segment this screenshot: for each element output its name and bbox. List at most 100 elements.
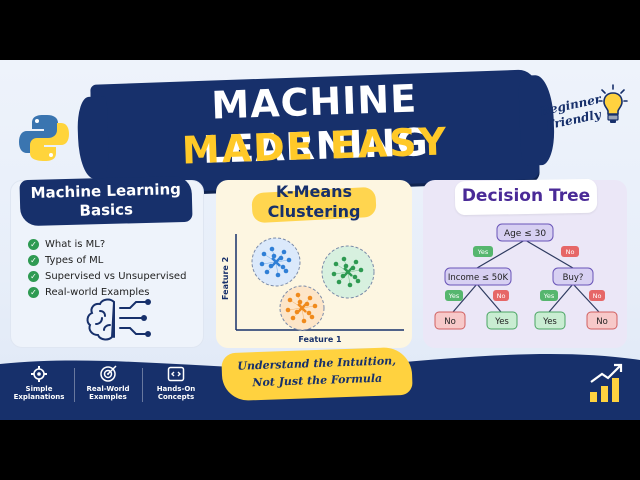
tree-right-node — [552, 267, 594, 286]
kmeans-title-line-1: K-Means — [275, 182, 353, 201]
check-icon: ✓ — [28, 286, 39, 298]
branch-yes-label: Yes — [543, 292, 555, 300]
cluster-point — [333, 261, 339, 267]
cluster-point — [331, 271, 337, 277]
feature-line-2: Explanations — [13, 393, 65, 401]
feature-divider — [142, 368, 143, 402]
branch-yes-label: Yes — [448, 292, 460, 300]
decision-tree-diagram: Age ≤ 30 Yes No Income ≤ 50K Buy? Yes No… — [434, 223, 618, 330]
y-axis-label: Feature 2 — [221, 257, 230, 300]
cluster-point — [259, 261, 265, 267]
cluster-point — [306, 310, 312, 316]
cluster-link — [333, 271, 349, 275]
cluster-point — [309, 314, 315, 320]
tree-root-node — [496, 223, 554, 242]
feature-real-world-examples: Real-World Examples — [78, 365, 138, 401]
thumbnail: MACHINE LEARNING MADE EASY Beginner Frie… — [0, 60, 640, 420]
check-icon: ✓ — [28, 254, 39, 266]
feature-line-1: Real-World — [86, 385, 130, 393]
cluster-point — [286, 257, 292, 263]
tree-leaf-node — [486, 311, 518, 330]
tree-leaf-label: No — [596, 317, 608, 327]
tree-leaf-node — [534, 311, 566, 330]
letterbox-bottom — [0, 420, 640, 480]
tree-leaf-label: Yes — [494, 317, 509, 327]
basics-checklist: ✓What is ML? ✓Types of ML ✓Supervised vs… — [28, 236, 186, 300]
tree-leaf-label: No — [444, 317, 456, 327]
cluster-point — [290, 315, 296, 321]
tree-left-label: Income ≤ 50K — [448, 273, 509, 283]
lightbulb-icon — [598, 84, 628, 123]
branch-no-label: No — [593, 292, 602, 300]
tree-leaf-node — [586, 311, 618, 330]
cluster-point — [312, 303, 318, 309]
check-icon: ✓ — [28, 238, 39, 250]
checklist-item: ✓ Supervised vs Unsupervised — [28, 268, 186, 284]
cluster-point — [358, 267, 364, 273]
cluster-point — [281, 249, 287, 255]
cluster-point — [343, 263, 349, 269]
feature-divider — [74, 368, 75, 402]
cluster-point — [352, 274, 358, 280]
tree-root-label: Age ≤ 30 — [504, 229, 546, 239]
feature-line-1: Simple — [25, 385, 53, 393]
feature-line-2: Examples — [89, 393, 127, 401]
cluster-link — [261, 261, 277, 265]
cluster-centroid-icon — [343, 267, 353, 277]
cluster-point — [271, 253, 277, 259]
cluster-point — [275, 272, 281, 278]
tree-leaf-label: Yes — [542, 317, 557, 327]
checklist-item-label: Supervised vs Unsupervised — [45, 270, 187, 282]
cluster-point — [261, 251, 267, 257]
cluster-point — [285, 307, 291, 313]
basics-title: Machine Learning Basics — [19, 175, 193, 227]
cluster-point — [307, 295, 313, 301]
checklist-item: ✓ Types of ML — [28, 252, 186, 268]
feature-simple-explanations: Simple Explanations — [9, 365, 69, 401]
cluster-point — [353, 259, 359, 265]
cluster-centroid-icon — [297, 303, 307, 313]
cluster-point — [297, 299, 303, 305]
letterbox-top — [0, 0, 640, 60]
cluster-point — [336, 279, 342, 285]
cluster-centroid-icon — [271, 257, 281, 267]
cluster-point — [264, 269, 270, 275]
branch-no-label: No — [566, 248, 575, 256]
decision-tree-title: Decision Tree — [461, 186, 591, 206]
feature-line-1: Hands-On — [156, 385, 196, 393]
cluster-point — [301, 318, 307, 324]
branch-yes-badge — [540, 290, 558, 301]
python-logo — [19, 115, 69, 161]
branch-no-badge — [589, 290, 605, 301]
cluster-point — [283, 268, 289, 274]
kmeans-scatter-illustration: Feature 2 Feature 1 — [221, 234, 404, 344]
code-icon — [167, 366, 185, 382]
checklist-item-label: Types of ML — [45, 254, 104, 266]
tree-left-node — [444, 267, 512, 286]
feature-line-2: Concepts — [157, 393, 195, 401]
cluster-point — [341, 256, 347, 262]
checklist-item: ✓ Real-world Examples — [28, 284, 186, 300]
branch-no-badge — [493, 290, 509, 301]
growth-chart-icon — [590, 363, 623, 402]
x-axis-label: Feature 1 — [298, 335, 342, 344]
branch-yes-label: Yes — [477, 248, 489, 256]
checklist-item-label: Real-world Examples — [45, 286, 150, 298]
cluster-point — [347, 282, 353, 288]
check-icon: ✓ — [28, 270, 39, 282]
cluster-link — [287, 307, 303, 311]
tagline: Understand the Intuition, Not Just the F… — [221, 352, 412, 393]
cluster-point — [355, 278, 361, 284]
tree-leaf-node — [434, 311, 466, 330]
cluster-point — [280, 264, 286, 270]
branch-no-badge — [561, 246, 579, 257]
cluster-point — [295, 292, 301, 298]
branch-yes-badge — [445, 290, 463, 301]
branch-yes-badge — [473, 246, 493, 257]
brain-circuit-icon — [86, 298, 151, 341]
cluster-point — [269, 246, 275, 252]
branch-no-label: No — [497, 292, 506, 300]
cluster-point — [287, 297, 293, 303]
gear-icon — [31, 366, 47, 382]
kmeans-title: K-Means Clustering — [236, 182, 392, 222]
